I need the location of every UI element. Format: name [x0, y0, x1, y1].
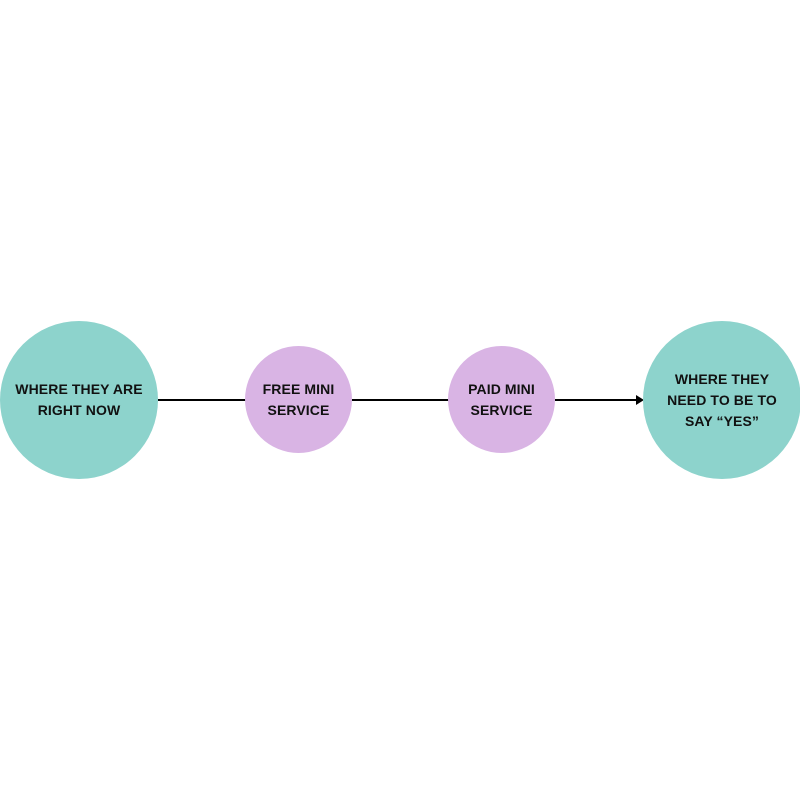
node-free-mini-service: FREE MINI SERVICE	[245, 346, 352, 453]
connector-free-to-paid	[352, 399, 449, 401]
node-paid-mini-service: PAID MINI SERVICE	[448, 346, 555, 453]
node-current-state: WHERE THEY ARE RIGHT NOW	[0, 321, 158, 479]
node-paid-mini-service-label: PAID MINI SERVICE	[468, 380, 535, 418]
node-target-state: WHERE THEY NEED TO BE TO SAY “YES”	[643, 321, 800, 479]
arrowhead-icon	[636, 395, 644, 405]
node-free-mini-service-label: FREE MINI SERVICE	[262, 380, 335, 418]
connector-start-to-free	[158, 399, 246, 401]
node-current-state-label: WHERE THEY ARE RIGHT NOW	[15, 381, 143, 418]
connector-paid-to-end	[555, 399, 637, 401]
node-target-state-label: WHERE THEY NEED TO BE TO SAY “YES”	[667, 370, 777, 429]
